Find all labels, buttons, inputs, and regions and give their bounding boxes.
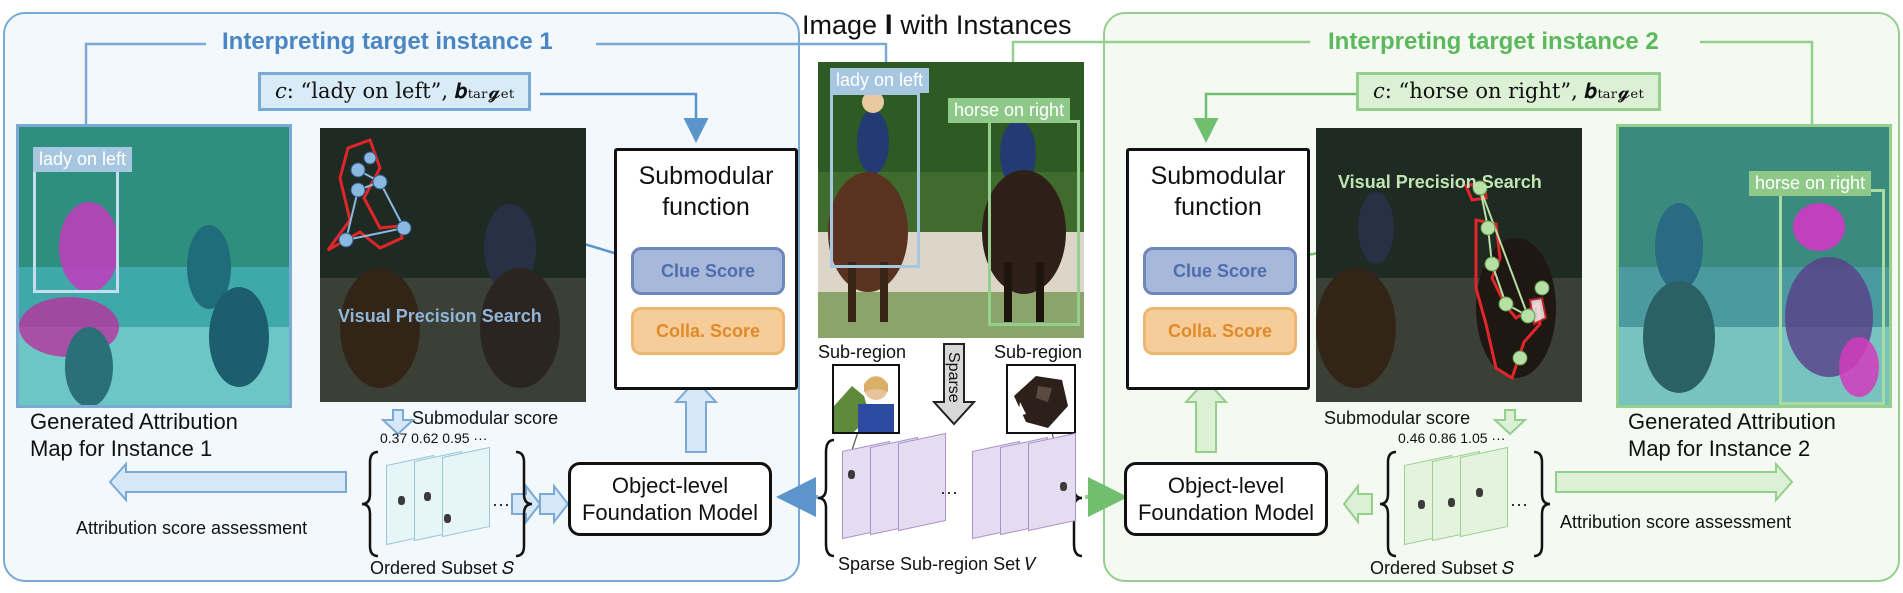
submodular-heading-line-1: Submodular xyxy=(638,162,774,190)
instance-1-query: 𝑐: “lady on left”, 𝒃ₜₐᵣ𝓰ₑₜ xyxy=(258,72,531,111)
search-image-scene xyxy=(320,128,586,402)
olfm-line-1: Object-level xyxy=(1167,473,1285,498)
sparse-set-frame xyxy=(898,432,946,532)
clue-score-box: Clue Score xyxy=(1143,247,1297,295)
instance-1-submodular-score-label: Submodular score xyxy=(412,408,559,428)
sub-region-thumbnail-lady xyxy=(832,364,900,434)
instance-1-subset-label: Ordered Subset 𝑆 xyxy=(370,558,515,578)
instance-1-attribution-map: lady on left xyxy=(16,124,292,408)
sparse-set-ellipsis: ··· xyxy=(940,482,958,502)
sub-region-label-1: Sub-region xyxy=(818,342,907,362)
instance-2-map-caption: Generated Attribution Map for Instance 2 xyxy=(1628,408,1836,462)
map-caption-line-1: Generated Attribution xyxy=(1628,409,1836,434)
lady-thumbnail xyxy=(834,366,898,432)
instance-2-scores: 0.46 0.86 1.05 ··· xyxy=(1398,430,1506,446)
submodular-heading-line-2: function xyxy=(662,193,750,221)
sparse-region-mark xyxy=(1060,482,1067,491)
instance-2-attribution-map: horse on right xyxy=(1616,124,1892,408)
olfm-line-1: Object-level xyxy=(611,473,729,498)
colla-score-box: Colla. Score xyxy=(631,307,785,355)
subset-region-mark xyxy=(424,492,431,501)
map-caption-line-2: Map for Instance 1 xyxy=(30,436,213,461)
subset-region-mark xyxy=(1476,488,1483,497)
attribution-map-image xyxy=(1619,127,1889,405)
submodular-heading: Submodular function xyxy=(1129,161,1307,223)
horse-tag: horse on right xyxy=(948,98,1071,123)
subset-region-mark xyxy=(1448,498,1455,507)
center-input-image: lady on left horse on right xyxy=(818,62,1084,338)
sub-region-label-2: Sub-region xyxy=(994,342,1083,362)
subset-frame xyxy=(442,446,490,538)
instance-1-search-label: Visual Precision Search xyxy=(338,306,542,326)
instance-1-scores: 0.37 0.62 0.95 ··· xyxy=(380,430,488,446)
instance-1-search-image: Visual Precision Search xyxy=(320,128,586,402)
subset-ellipsis: ··· xyxy=(492,494,510,514)
lady-tag: lady on left xyxy=(830,68,930,93)
subset-ellipsis: ··· xyxy=(1510,494,1528,514)
instance-2-submodular-score-label: Submodular score xyxy=(1324,408,1471,428)
map-caption-line-1: Generated Attribution xyxy=(30,409,238,434)
submodular-heading-line-2: function xyxy=(1174,193,1262,221)
map-caption-line-2: Map for Instance 2 xyxy=(1628,436,1811,461)
sparse-set-label: Sparse Sub-region Set 𝑉 xyxy=(838,554,1037,574)
sparse-region-mark xyxy=(848,470,855,479)
sub-region-thumbnail-horse xyxy=(1006,364,1076,434)
instance-2-title: Interpreting target instance 2 xyxy=(1328,28,1659,55)
submodular-heading: Submodular function xyxy=(617,161,795,223)
search-image-scene xyxy=(1316,128,1582,402)
instance-2-query: 𝑐: “horse on right”, 𝒃ₜₐᵣ𝓰ₑₜ xyxy=(1356,72,1661,111)
instance-2-submodular-function: Submodular function Clue Score Colla. Sc… xyxy=(1126,148,1310,390)
instance-2-subset-label: Ordered Subset 𝑆 xyxy=(1370,558,1515,578)
instance-1-object-level-foundation-model: Object-level Foundation Model xyxy=(568,462,772,536)
instance-1-assessment-label: Attribution score assessment xyxy=(76,518,308,538)
olfm-line-2: Foundation Model xyxy=(581,500,759,525)
clue-score-box: Clue Score xyxy=(631,247,785,295)
instance-1-map-caption: Generated Attribution Map for Instance 1 xyxy=(30,408,238,462)
subset-region-mark xyxy=(444,514,451,523)
lady-bounding-box xyxy=(830,92,920,268)
instance-1-map-tag: lady on left xyxy=(33,147,133,172)
instance-2-search-image: Visual Precision Search xyxy=(1316,128,1582,402)
horse-bounding-box xyxy=(988,120,1080,326)
instance-2-assessment-label: Attribution score assessment xyxy=(1560,512,1792,532)
instance-1-map-box xyxy=(33,167,119,293)
horse-thumbnail xyxy=(1008,366,1074,432)
sparse-set-frame xyxy=(1028,432,1076,532)
center-title: Image 𝐈 with Instances xyxy=(802,10,1072,40)
submodular-heading-line-1: Submodular xyxy=(1150,162,1286,190)
instance-2-map-tag: horse on right xyxy=(1749,171,1872,196)
sparse-label: Sparse xyxy=(945,352,962,403)
subset-region-mark xyxy=(1418,500,1425,509)
subset-region-mark xyxy=(398,496,405,505)
instance-1-title: Interpreting target instance 1 xyxy=(222,28,553,55)
instance-1-submodular-function: Submodular function Clue Score Colla. Sc… xyxy=(614,148,798,390)
subset-frame xyxy=(1460,446,1508,538)
colla-score-box: Colla. Score xyxy=(1143,307,1297,355)
olfm-line-2: Foundation Model xyxy=(1137,500,1315,525)
instance-2-object-level-foundation-model: Object-level Foundation Model xyxy=(1124,462,1328,536)
instance-2-map-box xyxy=(1779,189,1885,405)
instance-2-search-label: Visual Precision Search xyxy=(1338,172,1542,192)
